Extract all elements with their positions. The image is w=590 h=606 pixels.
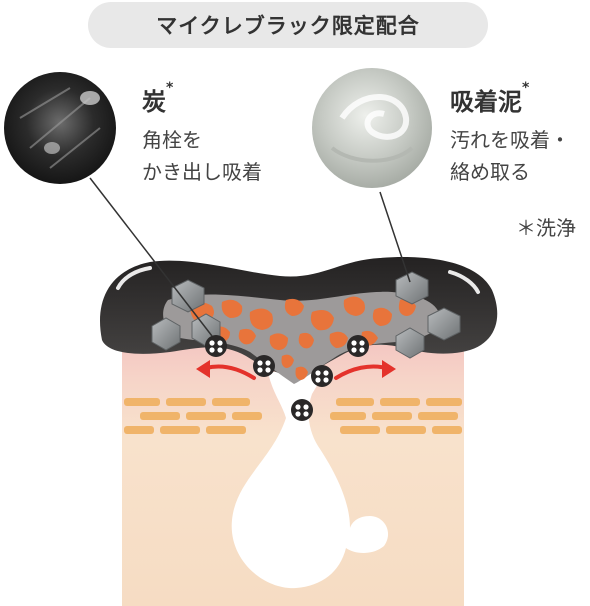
charcoal-title: 炭* [142,80,174,117]
badge-label: マイクレブラック限定配合 [156,14,420,38]
mud-description: 汚れを吸着・ 絡め取る [450,128,570,184]
mud-hexagons [151,271,461,359]
extraction-arrows [204,364,388,380]
skin-cell-bricks [124,398,462,434]
charcoal-title-text: 炭 [142,88,166,116]
pore-follicle [231,372,389,589]
charcoal-particles [205,335,369,421]
mud-title-text: 吸着泥 [450,88,522,116]
charcoal-leader-line [89,177,213,337]
charcoal-description: 角栓を かき出し吸着 [142,128,262,184]
limited-formula-badge: マイクレブラック限定配合 [88,2,488,48]
footnote: ＊洗浄 [516,216,576,240]
charcoal-footnote-mark: * [166,80,174,96]
mud-image [312,68,432,188]
mud-footnote-mark: * [522,80,530,96]
sebum-plugs [190,296,416,380]
mud-leader-line [379,191,411,283]
arrow-head-left [196,360,210,378]
charcoal-image [4,72,116,184]
mud-title: 吸着泥* [450,80,530,117]
arrow-head-right [382,360,396,378]
